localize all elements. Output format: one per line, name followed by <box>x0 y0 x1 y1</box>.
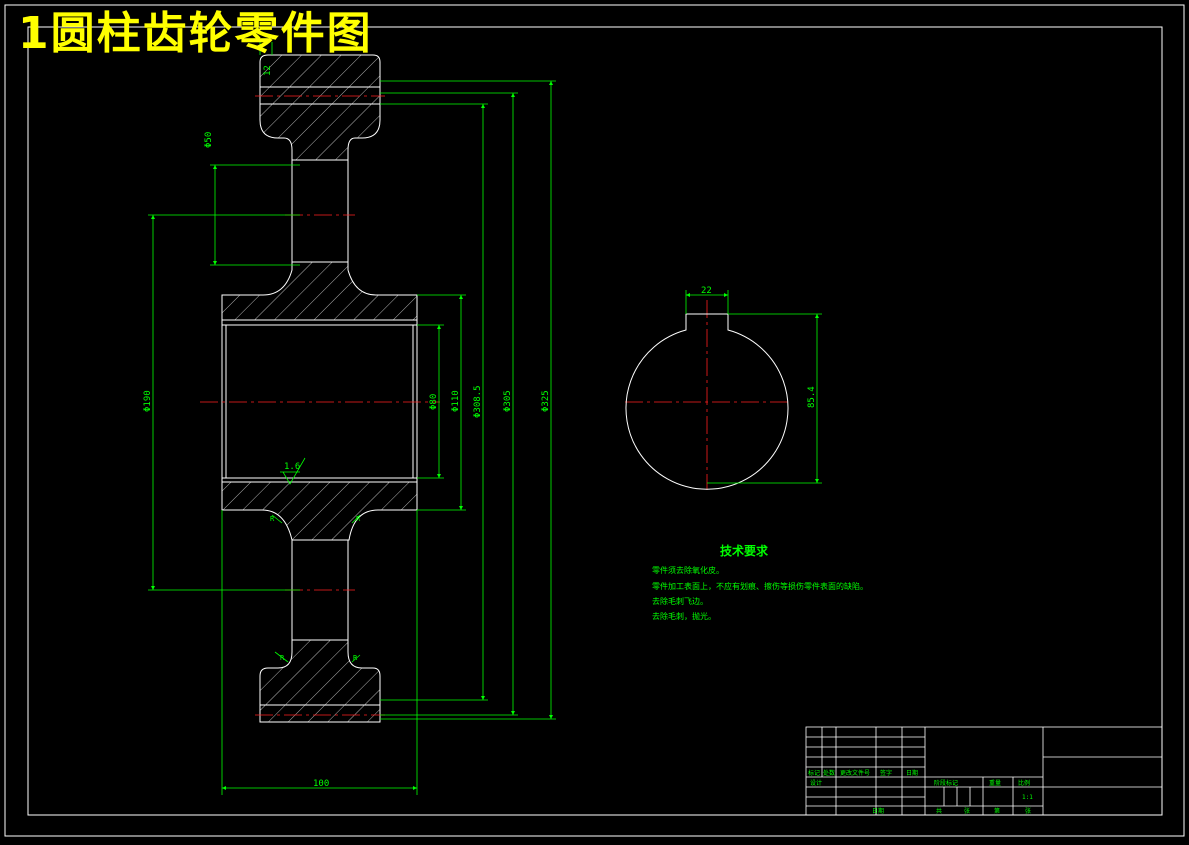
tech-line-4: 去除毛刺，抛光。 <box>652 611 716 621</box>
tb-scale-label: 比例 <box>1018 779 1030 787</box>
tb-bottom-total: 共 <box>936 807 942 815</box>
dim-width: 100 <box>313 779 329 789</box>
keyway-dims <box>685 290 822 484</box>
tb-label-change: 更改文件号 <box>840 769 870 777</box>
fillet-mark: R <box>356 515 361 523</box>
dim-key-width: 22 <box>701 286 712 296</box>
dim-hub: Φ110 <box>451 390 461 412</box>
dim-pitch: Φ305 <box>503 390 513 412</box>
title-block <box>805 726 1163 816</box>
tb-bottom-no: 第 <box>994 807 1000 815</box>
dimension-lines <box>148 42 556 795</box>
rim-bottom-hatch <box>259 639 381 723</box>
fillet-mark: R <box>280 654 285 662</box>
tech-line-1: 零件须去除氧化皮。 <box>652 565 724 575</box>
dim-hole-dia: Φ50 <box>204 132 214 148</box>
tb-weight: 重量 <box>989 779 1001 787</box>
tb-label-date: 日期 <box>906 769 918 777</box>
tb-bottom-date: 日期 <box>872 807 884 815</box>
tech-heading: 技术要求 <box>720 543 769 558</box>
tb-label-count: 处数 <box>823 769 835 777</box>
tech-line-3: 去除毛刺飞边。 <box>652 596 708 606</box>
hub-top-hatch <box>221 261 418 321</box>
fillet-marks: R R R R <box>270 515 361 662</box>
tb-stage-mark: 阶段标记 <box>934 779 958 787</box>
dim-roughness: 1.6 <box>284 462 300 472</box>
drawing-title: 1圆柱齿轮零件图 <box>18 8 373 59</box>
tb-scale-value: 1:1 <box>1022 794 1033 801</box>
dim-key-depth: 85.4 <box>807 386 817 408</box>
hub-bottom-hatch <box>221 481 418 541</box>
fillet-mark: R <box>353 654 358 662</box>
tech-line-2: 零件加工表面上，不应有划痕、擦伤等损伤零件表面的缺陷。 <box>652 581 868 591</box>
dim-bore: Φ80 <box>429 394 439 410</box>
outer-frame <box>4 4 1185 837</box>
dim-bolt-circle: Φ190 <box>143 390 153 412</box>
dim-root: Φ308.5 <box>473 385 483 418</box>
tb-bottom-sheet: 张 <box>964 807 970 815</box>
inner-frame <box>27 26 1163 816</box>
center-lines <box>200 95 790 716</box>
tb-label-mark: 标记 <box>808 769 820 777</box>
tech-requirements: 技术要求 零件须去除氧化皮。 零件加工表面上，不应有划痕、擦伤等损伤零件表面的缺… <box>652 543 868 621</box>
dim-tip: Φ325 <box>541 390 551 412</box>
tb-bottom-sheet2: 张 <box>1025 807 1031 815</box>
keyway-end-view <box>625 313 789 490</box>
fillet-mark: R <box>270 515 275 523</box>
gear-section-view <box>221 54 418 723</box>
tb-label-sign: 签字 <box>880 769 892 777</box>
rim-top-hatch <box>259 54 381 161</box>
dim-top-small: 12 <box>263 65 273 76</box>
tb-label-design: 设计 <box>810 779 822 787</box>
